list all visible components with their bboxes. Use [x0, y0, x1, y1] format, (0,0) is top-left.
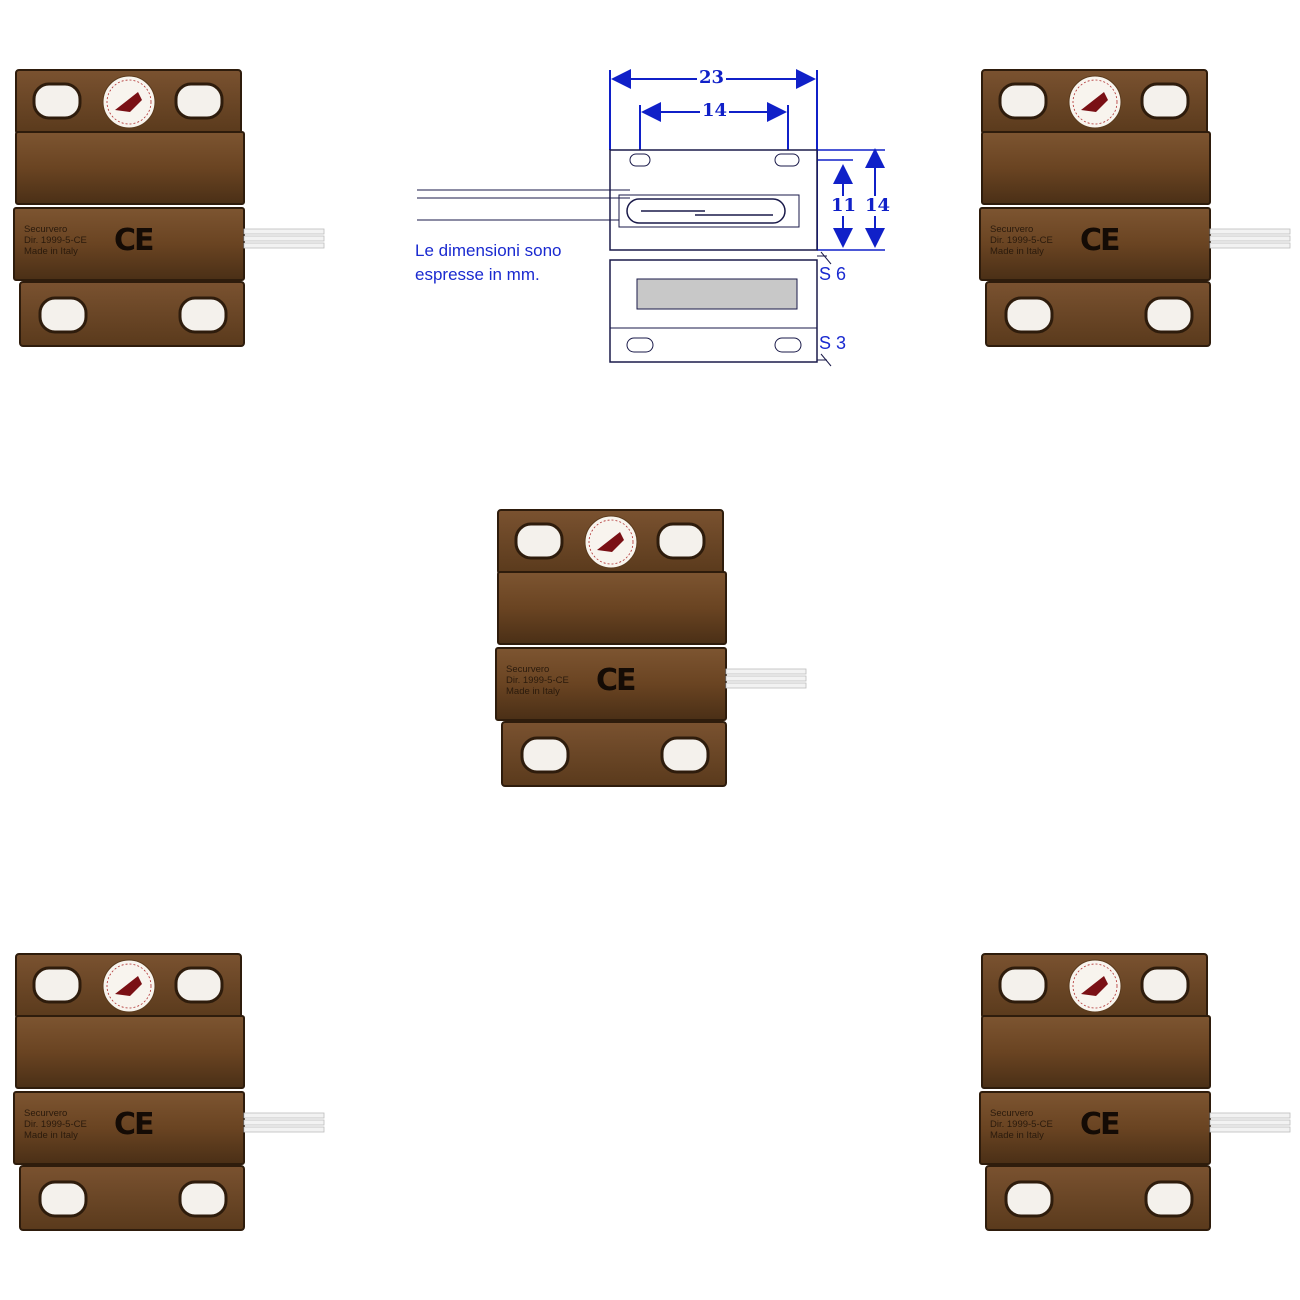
origin-text: Made in Italy	[990, 1130, 1044, 1141]
sensor-body-graphic	[979, 953, 1291, 1231]
units-note-line1: Le dimensioni sono	[415, 241, 562, 260]
sensor-label: Securvero Dir. 1999-5-CE Made in Italy	[990, 224, 1053, 257]
brand-text: Securvero	[506, 664, 550, 675]
dimension-hole-spacing: 14	[700, 100, 730, 121]
sensor-label: Securvero Dir. 1999-5-CE Made in Italy	[506, 664, 569, 697]
sensor-body-graphic	[979, 69, 1291, 347]
directive-text: Dir. 1999-5-CE	[24, 235, 87, 246]
sensor-label: Securvero Dir. 1999-5-CE Made in Italy	[24, 1108, 87, 1141]
origin-text: Made in Italy	[24, 246, 78, 257]
gap-label-lower: S 3	[819, 333, 847, 353]
directive-text: Dir. 1999-5-CE	[506, 675, 569, 686]
ce-mark: CE	[1080, 223, 1120, 258]
ce-mark: CE	[1080, 1107, 1120, 1142]
ce-mark: CE	[114, 1107, 154, 1142]
dimension-drawing: 23 14 11 14 S 6 S 3 Le dimensioni sono e…	[405, 60, 905, 380]
directive-text: Dir. 1999-5-CE	[990, 235, 1053, 246]
brand-text: Securvero	[990, 1108, 1034, 1119]
gap-label-upper: S 6	[819, 264, 847, 284]
sensor-body-graphic	[13, 69, 325, 347]
magnetic-contact-sensor: Securvero Dir. 1999-5-CE Made in Italy C…	[978, 950, 1298, 1235]
dimension-drawing-lines	[417, 69, 885, 367]
brand-text: Securvero	[24, 1108, 68, 1119]
magnetic-contact-sensor: Securvero Dir. 1999-5-CE Made in Italy C…	[494, 506, 814, 791]
dimension-outer-height: 14	[863, 195, 893, 216]
origin-text: Made in Italy	[24, 1130, 78, 1141]
directive-text: Dir. 1999-5-CE	[24, 1119, 87, 1130]
brand-text: Securvero	[990, 224, 1034, 235]
origin-text: Made in Italy	[506, 686, 560, 697]
ce-mark: CE	[596, 663, 636, 698]
ce-mark: CE	[114, 223, 154, 258]
sensor-label: Securvero Dir. 1999-5-CE Made in Italy	[990, 1108, 1053, 1141]
dimension-inner-height: 11	[829, 195, 859, 216]
dimension-total-width: 23	[697, 67, 727, 88]
sensor-body-graphic	[13, 953, 325, 1231]
magnetic-contact-sensor: Securvero Dir. 1999-5-CE Made in Italy C…	[12, 66, 332, 351]
brand-text: Securvero	[24, 224, 68, 235]
origin-text: Made in Italy	[990, 246, 1044, 257]
units-note-line2: espresse in mm.	[415, 265, 540, 284]
magnetic-contact-sensor: Securvero Dir. 1999-5-CE Made in Italy C…	[12, 950, 332, 1235]
magnetic-contact-sensor: Securvero Dir. 1999-5-CE Made in Italy C…	[978, 66, 1298, 351]
directive-text: Dir. 1999-5-CE	[990, 1119, 1053, 1130]
sensor-label: Securvero Dir. 1999-5-CE Made in Italy	[24, 224, 87, 257]
sensor-body-graphic	[495, 509, 807, 787]
